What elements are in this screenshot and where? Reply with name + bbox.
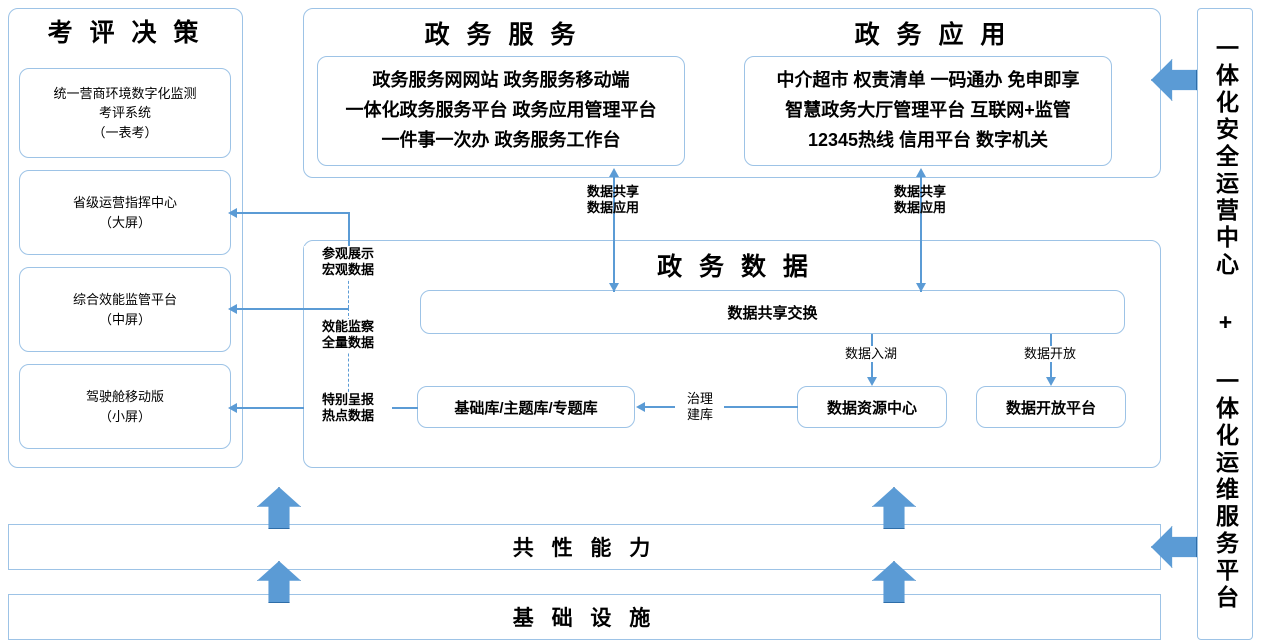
connector-governance-right: [722, 406, 798, 408]
arrowhead-left-feed-1: [228, 208, 237, 218]
data-sharing-exchange-label: 数据共享交换: [727, 304, 818, 322]
connector-application-to-data: [920, 176, 922, 292]
feed-spine-segment-mid-lower: [348, 308, 349, 407]
arrowhead-left-feed-3: [228, 403, 237, 413]
data-resource-center-box[interactable]: 数据资源中心: [797, 386, 947, 428]
arrowhead-up-service: [609, 168, 619, 177]
eval-item-line2: （大屏）: [98, 214, 151, 230]
arrow-up-common-to-data-right: [872, 487, 916, 529]
arrowhead-down-resource-center: [867, 377, 877, 386]
eval-item-line1: 驾驶舱移动版: [85, 389, 164, 404]
edge-label-governance-line1: 治理: [686, 391, 713, 406]
edge-label-share-left: 数据共享 数据应用: [553, 184, 673, 217]
arrowhead-down-open-platform: [1046, 377, 1056, 386]
arrowhead-down-data-exchange: [609, 283, 619, 292]
gov-application-line-2: 智慧政务大厅管理平台 互联网+监管: [785, 100, 1071, 121]
common-capability-label: 共 性 能 力: [512, 537, 657, 560]
security-operations-banner[interactable]: 一体化安全运营中心 + 一体化运维服务平台: [1197, 8, 1253, 640]
edge-label-governance: 治理 建库: [676, 391, 724, 424]
edge-label-governance-line2: 建库: [686, 407, 713, 423]
arrow-up-common-to-data-left: [257, 487, 301, 529]
eval-item-line1: 统一营商环境数字化监测: [53, 85, 197, 101]
gov-service-line-1: 政务服务网网站 政务服务移动端: [372, 70, 630, 91]
gov-application-line-3: 12345热线 信用平台 数字机关: [807, 129, 1049, 150]
edge-label-feed-2: 效能监察 全量数据: [304, 319, 392, 352]
feed-line-1: [237, 212, 349, 214]
edge-label-feed-3-line2: 热点数据: [321, 408, 374, 424]
edge-label-data-open: 数据开放: [1000, 346, 1100, 363]
arrowhead-up-application: [916, 168, 926, 177]
infrastructure-bar[interactable]: 基 础 设 施: [8, 594, 1161, 640]
gov-application-title: 政 务 应 用: [854, 21, 1011, 49]
feed-line-3b: [392, 407, 418, 409]
edge-label-share-right: 数据共享 数据应用: [860, 184, 980, 217]
infrastructure-label: 基 础 设 施: [512, 607, 657, 630]
eval-item-provincial-command-center[interactable]: 省级运营指挥中心 （大屏）: [19, 170, 231, 255]
feed-spine-segment-mid-upper: [348, 252, 349, 308]
edge-label-feed-3-line1: 特别呈报: [321, 392, 374, 407]
common-capability-bar[interactable]: 共 性 能 力: [8, 524, 1161, 570]
edge-label-feed-1-line1: 参观展示: [321, 246, 374, 261]
arrowhead-left-feed-2: [228, 304, 237, 314]
gov-application-line-1: 中介超市 权责清单 一码通办 免申即享: [776, 70, 1080, 91]
connector-service-to-data: [613, 176, 615, 292]
database-libraries-label: 基础库/主题库/专题库: [454, 399, 598, 417]
data-open-platform-box[interactable]: 数据开放平台: [976, 386, 1126, 428]
edge-label-share-right-line1: 数据共享: [893, 184, 946, 199]
gov-service-title: 政 务 服 务: [424, 21, 581, 49]
arrowhead-down-data-exchange-2: [916, 283, 926, 292]
security-operations-banner-label: 一体化安全运营中心 + 一体化运维服务平台: [1212, 36, 1239, 612]
gov-service-line-2: 一体化政务服务平台 政务应用管理平台: [345, 100, 657, 121]
edge-label-data-into-lake: 数据入湖: [821, 346, 921, 363]
feed-line-2: [237, 308, 349, 310]
feed-line-3: [237, 407, 305, 409]
evaluation-decision-title: 考 评 决 策: [47, 19, 204, 47]
eval-item-line3: （一表考）: [92, 124, 158, 140]
eval-item-efficiency-supervision[interactable]: 综合效能监管平台 （中屏）: [19, 267, 231, 352]
feed-spine-segment-top: [348, 212, 350, 252]
edge-label-share-left-line1: 数据共享: [586, 184, 639, 199]
connector-governance-left: [645, 406, 675, 408]
edge-label-share-left-line2: 数据应用: [586, 200, 639, 216]
eval-item-line2: （小屏）: [98, 408, 151, 424]
data-sharing-exchange-box[interactable]: 数据共享交换: [420, 290, 1125, 334]
eval-item-cockpit-mobile[interactable]: 驾驶舱移动版 （小屏）: [19, 364, 231, 449]
eval-item-line1: 省级运营指挥中心: [72, 195, 177, 210]
eval-item-line1: 综合效能监管平台: [72, 292, 177, 307]
gov-service-items-box[interactable]: 政务服务网网站 政务服务移动端 一体化政务服务平台 政务应用管理平台 一件事一次…: [317, 56, 685, 166]
edge-label-feed-1: 参观展示 宏观数据: [304, 246, 392, 279]
edge-label-feed-2-line2: 全量数据: [321, 335, 374, 351]
database-libraries-box[interactable]: 基础库/主题库/专题库: [417, 386, 635, 428]
edge-label-share-right-line2: 数据应用: [893, 200, 946, 216]
edge-label-feed-1-line2: 宏观数据: [321, 262, 374, 278]
gov-service-line-3: 一件事一次办 政务服务工作台: [381, 129, 621, 150]
data-resource-center-label: 数据资源中心: [826, 399, 917, 417]
eval-item-unified-monitoring[interactable]: 统一营商环境数字化监测 考评系统 （一表考）: [19, 68, 231, 158]
data-open-platform-label: 数据开放平台: [1005, 399, 1096, 417]
gov-application-items-box[interactable]: 中介超市 权责清单 一码通办 免申即享 智慧政务大厅管理平台 互联网+监管 12…: [744, 56, 1112, 166]
eval-item-line2: 考评系统: [98, 105, 151, 121]
arrowhead-left-libraries: [636, 402, 645, 412]
gov-data-title: 政 务 数 据: [657, 253, 813, 281]
eval-item-line2: （中屏）: [98, 311, 151, 327]
edge-label-feed-2-line1: 效能监察: [321, 319, 374, 334]
edge-label-feed-3: 特别呈报 热点数据: [304, 392, 392, 425]
